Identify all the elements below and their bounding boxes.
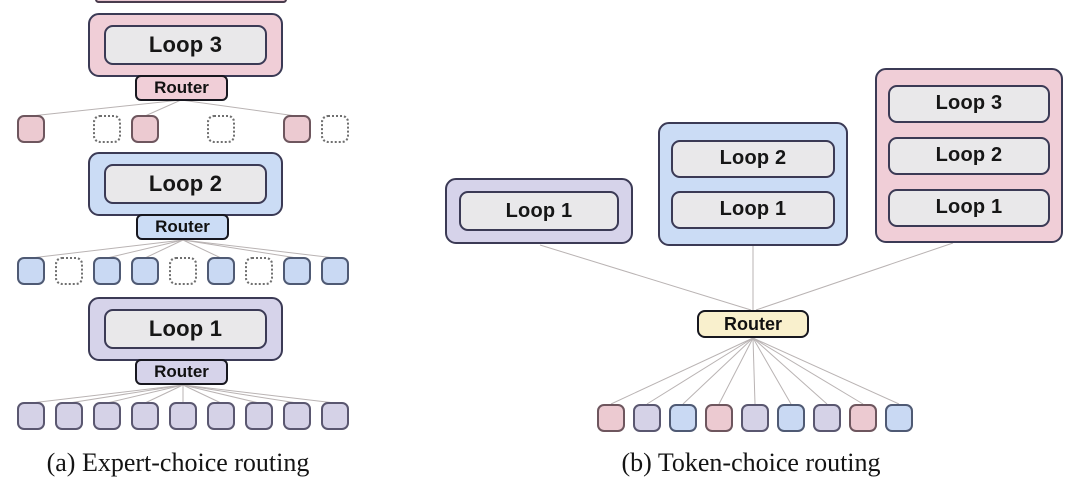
token <box>131 115 159 143</box>
token-choice-expert-2: Loop 2 Loop 1 <box>658 122 848 246</box>
token-choice-expert-3: Loop 3 Loop 2 Loop 1 <box>875 68 1063 243</box>
loop-label-box: Loop 2 <box>888 136 1050 175</box>
token <box>741 404 769 432</box>
expert-loop3-box: Loop 3 <box>88 13 283 77</box>
router-label: Router <box>154 362 209 381</box>
expert-loop2-box: Loop 2 <box>88 152 283 216</box>
token <box>283 115 311 143</box>
cropped-top-box <box>95 0 287 3</box>
token <box>245 402 273 430</box>
token <box>669 404 697 432</box>
loop-label: Loop 3 <box>148 32 223 57</box>
token-choice-token-row <box>597 404 913 432</box>
token-choice-expert-1: Loop 1 <box>445 178 633 244</box>
loop-label: Loop 1 <box>719 198 787 220</box>
expert-token-row-middle <box>17 257 349 285</box>
loop-label-box: Loop 2 <box>671 139 835 178</box>
token <box>55 257 83 285</box>
loop-label-box: Loop 1 <box>671 190 835 229</box>
expert-loop1-box: Loop 1 <box>88 297 283 361</box>
loop-label: Loop 1 <box>505 199 573 222</box>
loop-label-box: Loop 1 <box>888 188 1050 227</box>
token <box>633 404 661 432</box>
token <box>17 402 45 430</box>
token <box>17 115 45 143</box>
loop-label-box: Loop 3 <box>104 25 267 65</box>
expert-token-row-bottom <box>17 402 349 430</box>
token <box>207 402 235 430</box>
token <box>283 257 311 285</box>
token <box>169 257 197 285</box>
loop-label-box: Loop 1 <box>104 309 267 349</box>
token <box>93 115 121 143</box>
loop-label-box: Loop 1 <box>459 191 619 231</box>
router-box-loop2: Router <box>136 214 229 240</box>
caption-a: (a) Expert-choice routing <box>46 448 310 477</box>
token <box>321 115 349 143</box>
loop-label: Loop 2 <box>719 147 787 169</box>
router-label: Router <box>724 313 782 334</box>
token <box>705 404 733 432</box>
router-label: Router <box>154 78 209 97</box>
token <box>131 257 159 285</box>
token <box>597 404 625 432</box>
token <box>93 402 121 430</box>
token <box>169 402 197 430</box>
token <box>321 257 349 285</box>
token <box>55 402 83 430</box>
token <box>207 257 235 285</box>
token <box>207 115 235 143</box>
loop-label: Loop 1 <box>148 316 223 341</box>
token <box>93 257 121 285</box>
token <box>245 257 273 285</box>
token <box>321 402 349 430</box>
loop-label-box: Loop 2 <box>104 164 267 204</box>
loop-label: Loop 2 <box>148 171 223 196</box>
token-choice-router: Router <box>697 310 809 338</box>
token <box>849 404 877 432</box>
router-label: Router <box>155 217 210 236</box>
router-box-loop3: Router <box>135 75 228 101</box>
token <box>777 404 805 432</box>
expert-token-row-top <box>17 115 349 143</box>
loop-label: Loop 3 <box>935 92 1003 114</box>
loop-label: Loop 2 <box>935 144 1003 166</box>
token <box>813 404 841 432</box>
loop-label-box: Loop 3 <box>888 84 1050 123</box>
router-box-loop1: Router <box>135 359 228 385</box>
token <box>283 402 311 430</box>
caption-b: (b) Token-choice routing <box>621 448 881 477</box>
token <box>131 402 159 430</box>
token <box>885 404 913 432</box>
token <box>17 257 45 285</box>
loop-label: Loop 1 <box>935 196 1003 218</box>
